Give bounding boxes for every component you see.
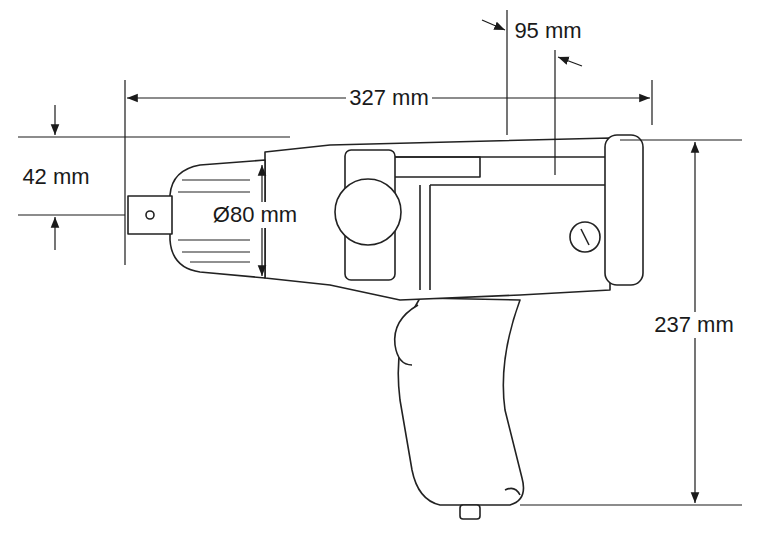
switch xyxy=(570,222,600,252)
dimension-label: Ø80 mm xyxy=(210,202,300,227)
trigger xyxy=(395,305,418,365)
dimension-lines xyxy=(18,10,742,505)
handle-knob xyxy=(335,179,401,245)
dimension-label: 95 mm xyxy=(511,18,584,43)
square-drive xyxy=(128,196,172,234)
tool-outline xyxy=(128,135,643,519)
dimension-label: 327 mm xyxy=(346,85,431,110)
dimension-label: 237 mm xyxy=(651,312,736,337)
grip xyxy=(398,298,523,505)
dimension-label: 42 mm xyxy=(19,164,92,189)
body xyxy=(265,138,610,300)
rear-cap xyxy=(605,135,643,285)
cable-end xyxy=(460,505,480,519)
